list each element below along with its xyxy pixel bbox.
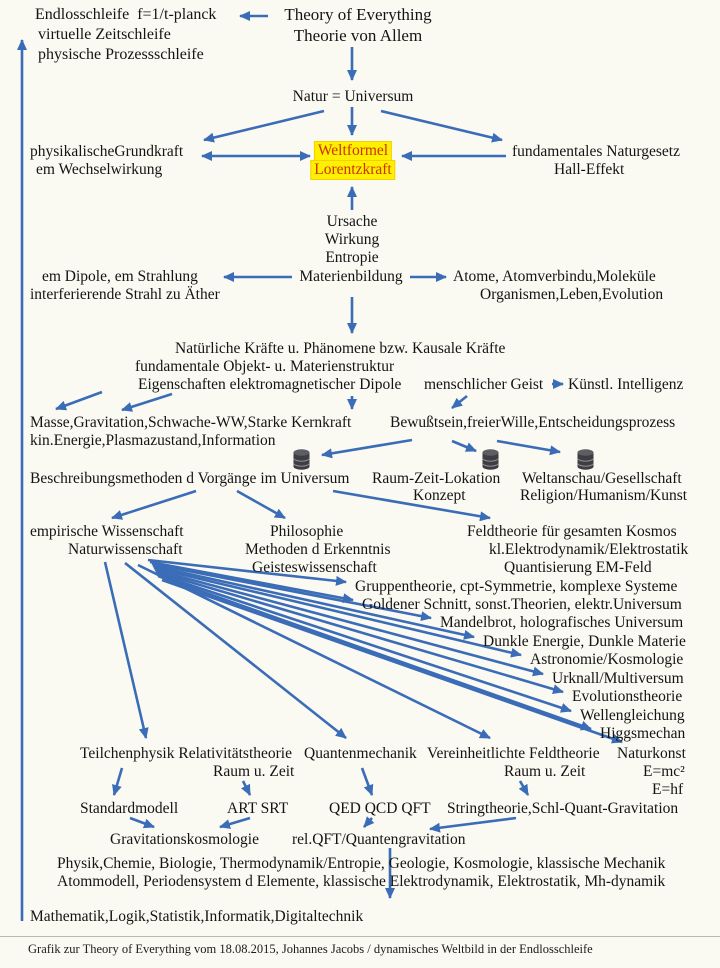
- node-physik-liste-1: Physik,Chemie, Biologie, Thermodynamik/E…: [57, 855, 666, 872]
- node-kausale-kraefte: Natürliche Kräfte u. Phänomene bzw. Kaus…: [175, 340, 506, 357]
- node-ursache: Ursache: [326, 213, 378, 230]
- node-qed-qcd-qft: QED QCD QFT: [329, 800, 431, 817]
- node-dunkle-energie: Dunkle Energie, Dunkle Materie: [483, 633, 686, 650]
- node-masse-gravitation: Masse,Gravitation,Schwache-WW,Starke Ker…: [30, 414, 352, 431]
- node-weltformel: Weltformel: [314, 142, 392, 160]
- node-materienbildung: Materienbildung: [299, 268, 403, 285]
- node-raum-und-zeit-a: Raum u. Zeit: [213, 763, 295, 780]
- node-kuenstliche-intelligenz: Künstl. Intelligenz: [568, 376, 684, 393]
- diagram-title-de: Theorie von Allem: [293, 26, 423, 45]
- node-kin-energie: kin.Energie,Plasmazustand,Information: [30, 432, 276, 449]
- node-emc2: E=mc²: [643, 763, 685, 780]
- node-lorentzkraft: Lorentzkraft: [311, 161, 395, 179]
- database-icon: [576, 448, 595, 471]
- node-wirkung: Wirkung: [324, 231, 380, 248]
- node-rel-qft: rel.QFT/Quantengravitation: [292, 831, 466, 848]
- node-bewusstsein: Bewußtsein,freierWille,Entscheidungsproz…: [390, 414, 676, 431]
- node-naturwissenschaft: Naturwissenschaft: [68, 541, 183, 558]
- node-entropie: Entropie: [325, 249, 379, 266]
- node-konzept: Konzept: [413, 487, 466, 504]
- node-geisteswissenschaft: Geisteswissenschaft: [252, 559, 377, 576]
- node-em-dipole-eigenschaften: Eigenschaften elektromagnetischer Dipole: [138, 376, 402, 393]
- node-gravitationskosmologie: Gravitationskosmologie: [110, 831, 259, 848]
- node-grundkraft: physikalischeGrundkraft: [30, 143, 184, 160]
- node-higgs-mechanismus: Higgsmechan: [600, 725, 686, 742]
- node-urknall: Urknall/Multiversum: [552, 670, 684, 687]
- node-raum-und-zeit-b: Raum u. Zeit: [504, 763, 586, 780]
- node-raum-zeit-lokation: Raum-Zeit-Lokation: [372, 470, 501, 487]
- node-naturgesetz: fundamentales Naturgesetz: [512, 143, 680, 160]
- footer-divider: [0, 936, 720, 937]
- node-weltanschauung: Weltanschau/Gesellschaft: [522, 470, 682, 487]
- node-standardmodell: Standardmodell: [80, 800, 179, 817]
- node-teilchenphysik: Teilchenphysik Relativitätstheorie: [80, 745, 292, 762]
- footer-caption: Grafik zur Theory of Everything vom 18.0…: [28, 942, 593, 956]
- database-icon: [481, 448, 500, 471]
- node-mandelbrot: Mandelbrot, holografisches Universum: [440, 614, 684, 631]
- node-materienstruktur: fundamentale Objekt- u. Materienstruktur: [135, 358, 395, 375]
- node-religion: Religion/Humanism/Kunst: [520, 487, 688, 504]
- node-beschreibungsmethoden: Beschreibungsmethoden d Vorgänge im Univ…: [30, 470, 350, 487]
- node-wechselwirkung: em Wechselwirkung: [36, 161, 163, 178]
- node-kl-elektrodynamik: kl.Elektrodynamik/Elektrostatik: [489, 541, 689, 558]
- node-virtuelle-zeitschleife: virtuelle Zeitschleife: [38, 26, 171, 43]
- node-atome: Atome, Atomverbindu,Moleküle: [453, 268, 656, 285]
- node-empirische-wissenschaft: empirische Wissenschaft: [30, 523, 184, 540]
- node-menschlicher-geist: menschlicher Geist: [424, 376, 544, 393]
- node-evolutionstheorie: Evolutionstheorie: [572, 688, 683, 705]
- node-physische-prozessschleife: physische Prozessschleife: [38, 46, 204, 63]
- diagram-title-en: Theory of Everything: [284, 5, 432, 24]
- node-interferenz: interferierende Strahl zu Äther: [30, 286, 220, 303]
- node-dipole: em Dipole, em Strahlung: [42, 268, 198, 285]
- node-art-srt: ART SRT: [227, 800, 289, 817]
- node-ehf: E=hf: [652, 781, 684, 798]
- node-endlosschleife: Endlosschleife f=1/t-planck: [35, 6, 217, 23]
- node-philosophie: Philosophie: [270, 523, 344, 540]
- node-astronomie: Astronomie/Kosmologie: [530, 651, 684, 668]
- node-quantisierung: Quantisierung EM-Feld: [504, 559, 652, 576]
- node-physik-liste-2: Atommodell, Periodensystem d Elemente, k…: [57, 873, 666, 890]
- node-mathematik: Mathematik,Logik,Statistik,Informatik,Di…: [30, 908, 364, 925]
- node-feldtheorie-kosmos: Feldtheorie für gesamten Kosmos: [467, 523, 677, 540]
- node-natur-universum: Natur = Universum: [292, 88, 414, 105]
- node-methoden-erkenntnis: Methoden d Erkenntnis: [245, 541, 391, 558]
- node-stringtheorie: Stringtheorie,Schl-Quant-Gravitation: [447, 800, 679, 817]
- node-goldener-schnitt: Goldener Schnitt, sonst.Theorien, elektr…: [362, 596, 682, 613]
- node-vereinheitlichte-feldtheorie: Vereinheitlichte Feldtheorie: [427, 745, 600, 762]
- node-naturkonstanten: Naturkonst: [617, 745, 686, 762]
- node-quantenmechanik: Quantenmechanik: [304, 745, 417, 762]
- node-gruppentheorie: Gruppentheorie, cpt-Symmetrie, komplexe …: [355, 578, 678, 595]
- node-wellengleichung: Wellengleichung: [580, 707, 685, 724]
- database-icon: [292, 448, 311, 471]
- node-organismen: Organismen,Leben,Evolution: [480, 286, 664, 303]
- node-hall-effekt: Hall-Effekt: [554, 161, 625, 178]
